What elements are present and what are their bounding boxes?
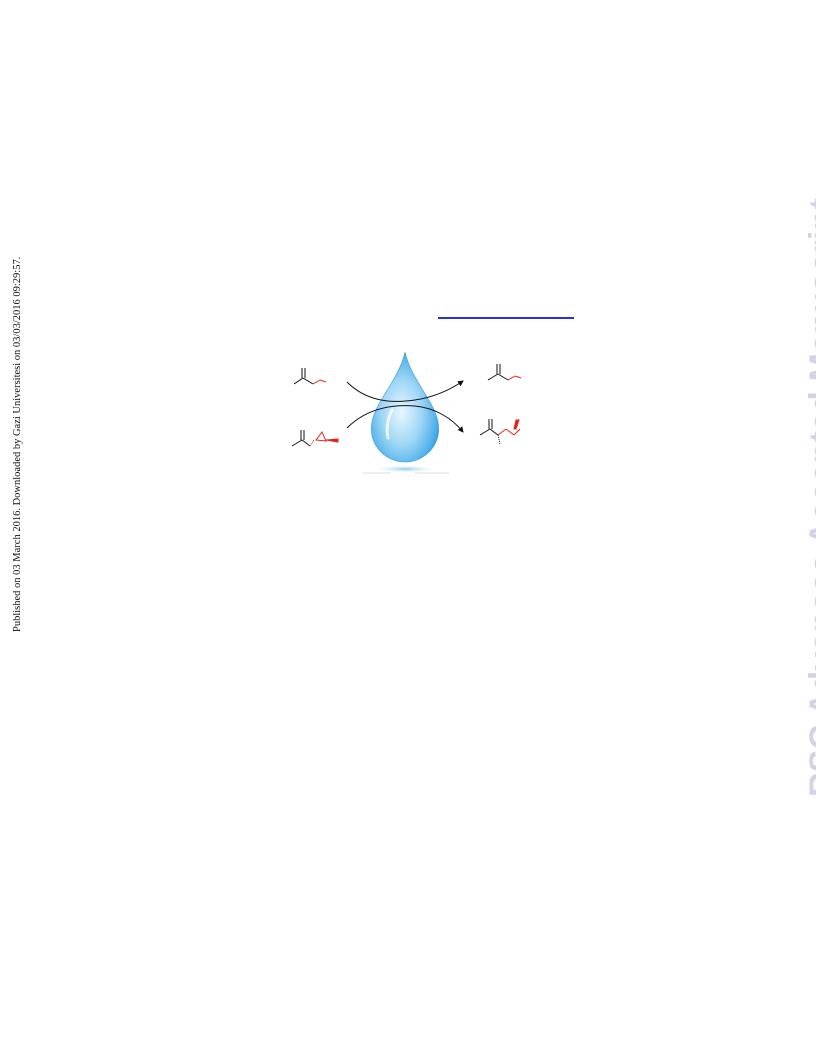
drop-caption-smudge-left (363, 472, 391, 474)
download-info-note: Published on 03 March 2016. Downloaded b… (12, 256, 23, 632)
product-top-structure (487, 364, 522, 381)
substrate-bottom-structure (291, 430, 339, 447)
reaction-arrow-bottom (346, 405, 464, 433)
substrate-top-structure (293, 368, 327, 385)
hyperlink-underline[interactable] (438, 317, 574, 319)
graphical-abstract (291, 351, 522, 474)
drop-caption-smudge-right (415, 472, 449, 474)
product-bottom-structure (479, 419, 521, 445)
drop-shadow (371, 465, 439, 473)
water-drop (370, 351, 440, 463)
drop-highlight (385, 408, 394, 440)
reaction-arrow-top (346, 380, 464, 402)
accepted-manuscript-watermark: RSC Advances Accepted Manuscript (803, 197, 816, 797)
